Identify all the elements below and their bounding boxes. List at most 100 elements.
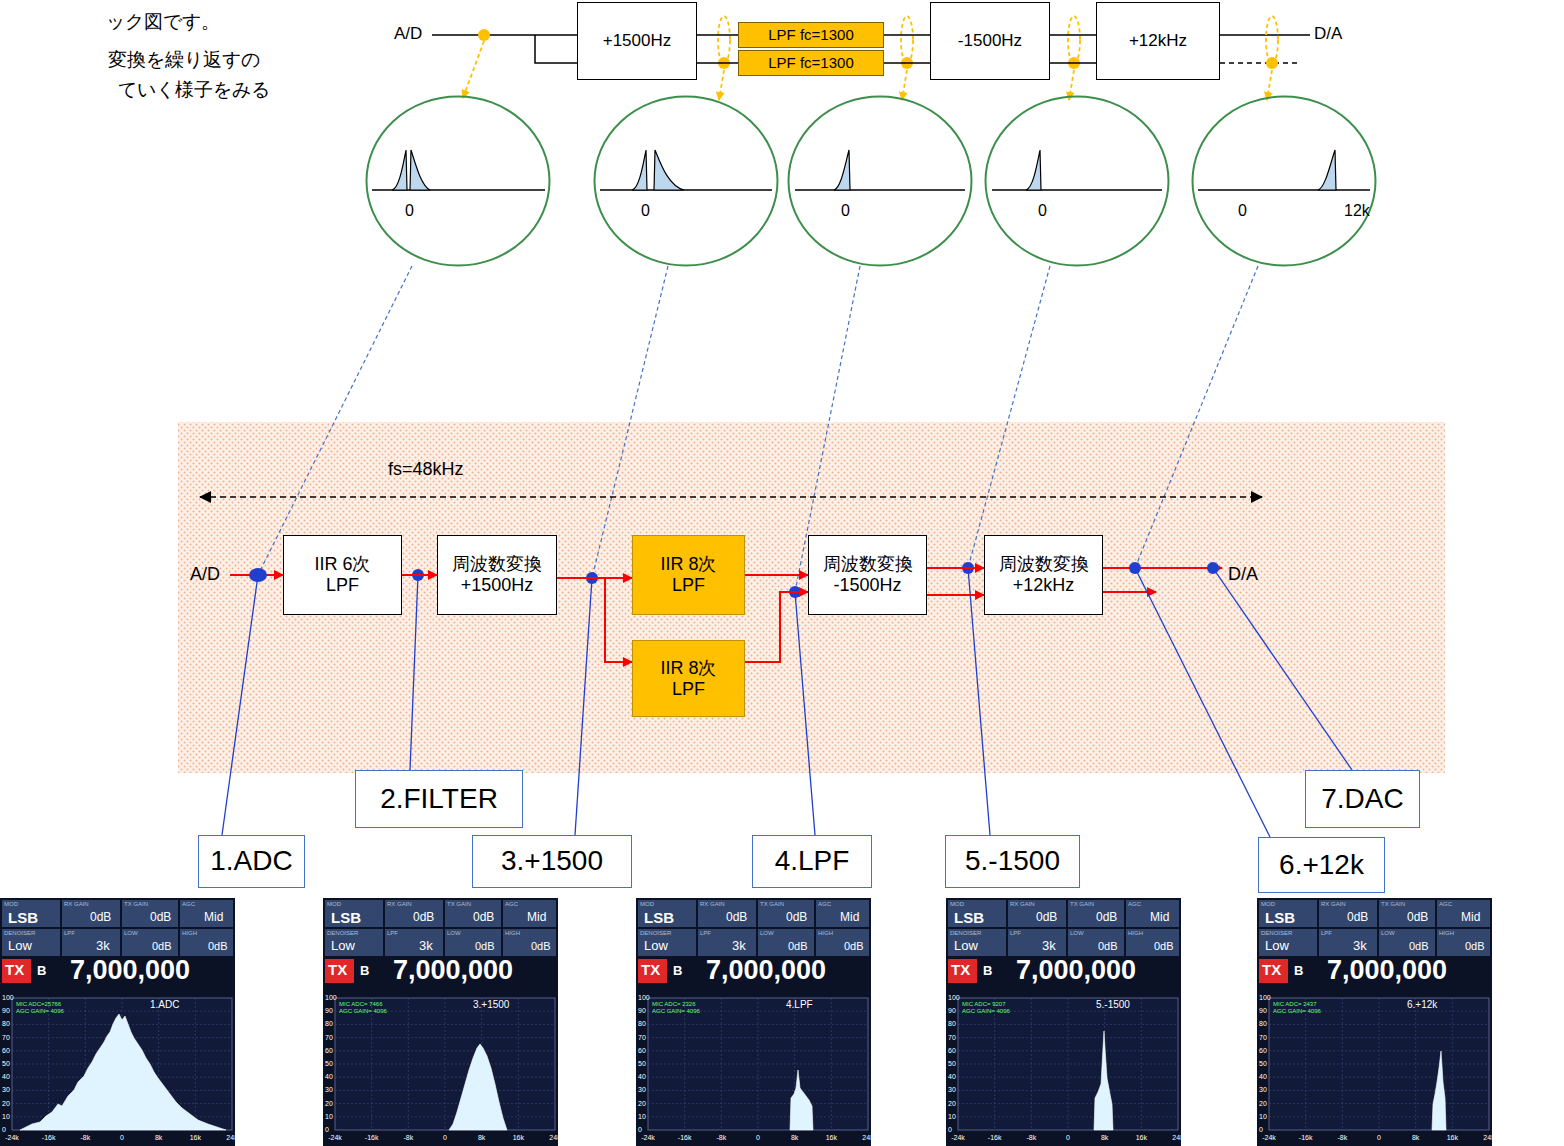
screen-text: TX — [5, 962, 24, 977]
spectrum-trace — [1094, 1031, 1113, 1130]
screen-text: AGC GAIN= 4096 — [962, 1008, 1010, 1014]
screen-text: MIC ADC= 7466 — [339, 1001, 383, 1007]
screen-text: 0dB — [150, 911, 171, 923]
screen-text: 50 — [2, 1060, 10, 1067]
callout-number: 2.FILTER — [380, 783, 498, 815]
screen-photo — [0, 898, 1492, 1146]
screen-text: TX GAIN — [447, 901, 471, 907]
probe-marker — [1266, 16, 1278, 64]
screen-text: 30 — [325, 1086, 333, 1093]
probe-marker — [1069, 70, 1074, 100]
screen-text: -24k — [328, 1134, 342, 1141]
callout-leader — [795, 592, 815, 835]
screen-text: 16k — [190, 1134, 201, 1141]
probe-point — [1129, 562, 1141, 574]
screen-text: -8k — [1026, 1134, 1036, 1141]
screen-text: 3k — [1353, 939, 1367, 952]
screen-text: 3k — [1042, 939, 1056, 952]
process-box: 周波数変換 +1500Hz — [437, 535, 557, 615]
callout-box: 2.FILTER — [355, 770, 523, 828]
screen-text: 8k — [791, 1134, 798, 1141]
circle-outline — [595, 97, 778, 266]
screen-text: 0dB — [786, 911, 807, 923]
screen-text: 100 — [2, 994, 14, 1001]
signal-connector — [745, 574, 808, 576]
screen-text: 90 — [1259, 1007, 1267, 1014]
spectrum-sketch — [392, 150, 407, 190]
probe-marker — [463, 41, 484, 98]
screen-text: Low — [1265, 939, 1289, 952]
block-label: 周波数変換 +12kHz — [994, 554, 1094, 595]
screen-text: 80 — [2, 1020, 10, 1027]
axis-label: 0 — [641, 203, 650, 219]
screen-text: LOW — [1381, 930, 1395, 936]
spectrum-sketch — [654, 150, 684, 190]
callout-box: 6.+12k — [1258, 837, 1385, 893]
sample-rate-span — [200, 497, 1262, 498]
screen-text: -16k — [365, 1134, 379, 1141]
screen-text: 20 — [638, 1100, 646, 1107]
screen-text: 0 — [1259, 1126, 1263, 1133]
screen-text: -16k — [678, 1134, 692, 1141]
probe-marker — [719, 70, 724, 100]
screen-text: LOW — [124, 930, 138, 936]
screen-text: 40 — [1259, 1073, 1267, 1080]
signal-connector — [1050, 34, 1096, 36]
screen-text: 20 — [2, 1100, 10, 1107]
screen-text: 40 — [638, 1073, 646, 1080]
screen-text: MIC ADC=25766 — [16, 1001, 61, 1007]
spectrum-trace — [790, 1070, 813, 1130]
probe-marker — [901, 16, 913, 64]
signal-connector — [1050, 62, 1096, 64]
spectrum-sketch — [1026, 150, 1041, 190]
block-label: fs=48kHz — [388, 460, 464, 478]
screen-text: AGC — [1439, 901, 1452, 907]
screen-text: AGC GAIN= 4096 — [1273, 1008, 1321, 1014]
callout-number: 3.+1500 — [501, 845, 603, 877]
screen-text: 30 — [948, 1086, 956, 1093]
axis-label: 12k — [1344, 203, 1370, 219]
screen-text: 3.+1500 — [473, 1000, 509, 1010]
screen-text: 10 — [325, 1113, 333, 1120]
screen-text: Mid — [1461, 911, 1480, 923]
signal-name: A/D — [190, 565, 220, 583]
screen-text: 100 — [948, 994, 960, 1001]
screen-text: 0dB — [1409, 941, 1429, 952]
screen-text: 70 — [2, 1034, 10, 1041]
callout-number: 1.ADC — [210, 845, 292, 877]
block-box: -1500Hz — [930, 2, 1050, 80]
axis-label: 0 — [841, 203, 850, 219]
block-label: IIR 6次 LPF — [303, 554, 383, 595]
screen-text: DENOISER — [950, 930, 981, 936]
screen-text: 60 — [2, 1047, 10, 1054]
signal-name: A/D — [394, 25, 422, 42]
screen-text: 0dB — [1036, 911, 1057, 923]
screen-text: 5.-1500 — [1096, 1000, 1130, 1010]
screen-text: 3k — [419, 939, 433, 952]
screen-text: 7,000,000 — [70, 957, 190, 984]
screen-text: 0dB — [1347, 911, 1368, 923]
screen-text: 10 — [1259, 1113, 1267, 1120]
panel-ground — [178, 422, 1445, 773]
screen-text: 60 — [1259, 1047, 1267, 1054]
screen-text: 4.LPF — [786, 1000, 813, 1010]
screen-text: 0 — [756, 1134, 760, 1141]
block-label: 周波数変換 +1500Hz — [447, 554, 547, 595]
callout-number: 6.+12k — [1279, 849, 1364, 881]
callout-leader — [1135, 568, 1270, 837]
screen-text: 16k — [513, 1134, 524, 1141]
spectrum-trace — [449, 1044, 507, 1130]
block-label: 周波数変換 -1500Hz — [818, 554, 918, 595]
screen-text: 90 — [325, 1007, 333, 1014]
signal-connector — [927, 567, 984, 569]
filter-box: IIR 8次 LPF — [632, 535, 745, 615]
screen-text: AGC — [818, 901, 831, 907]
probe-dot — [1266, 57, 1278, 69]
screen-text: LOW — [760, 930, 774, 936]
spectrum-sketch — [632, 150, 647, 190]
screen-text: 7,000,000 — [706, 957, 826, 984]
screen-text: LSB — [1265, 910, 1295, 925]
